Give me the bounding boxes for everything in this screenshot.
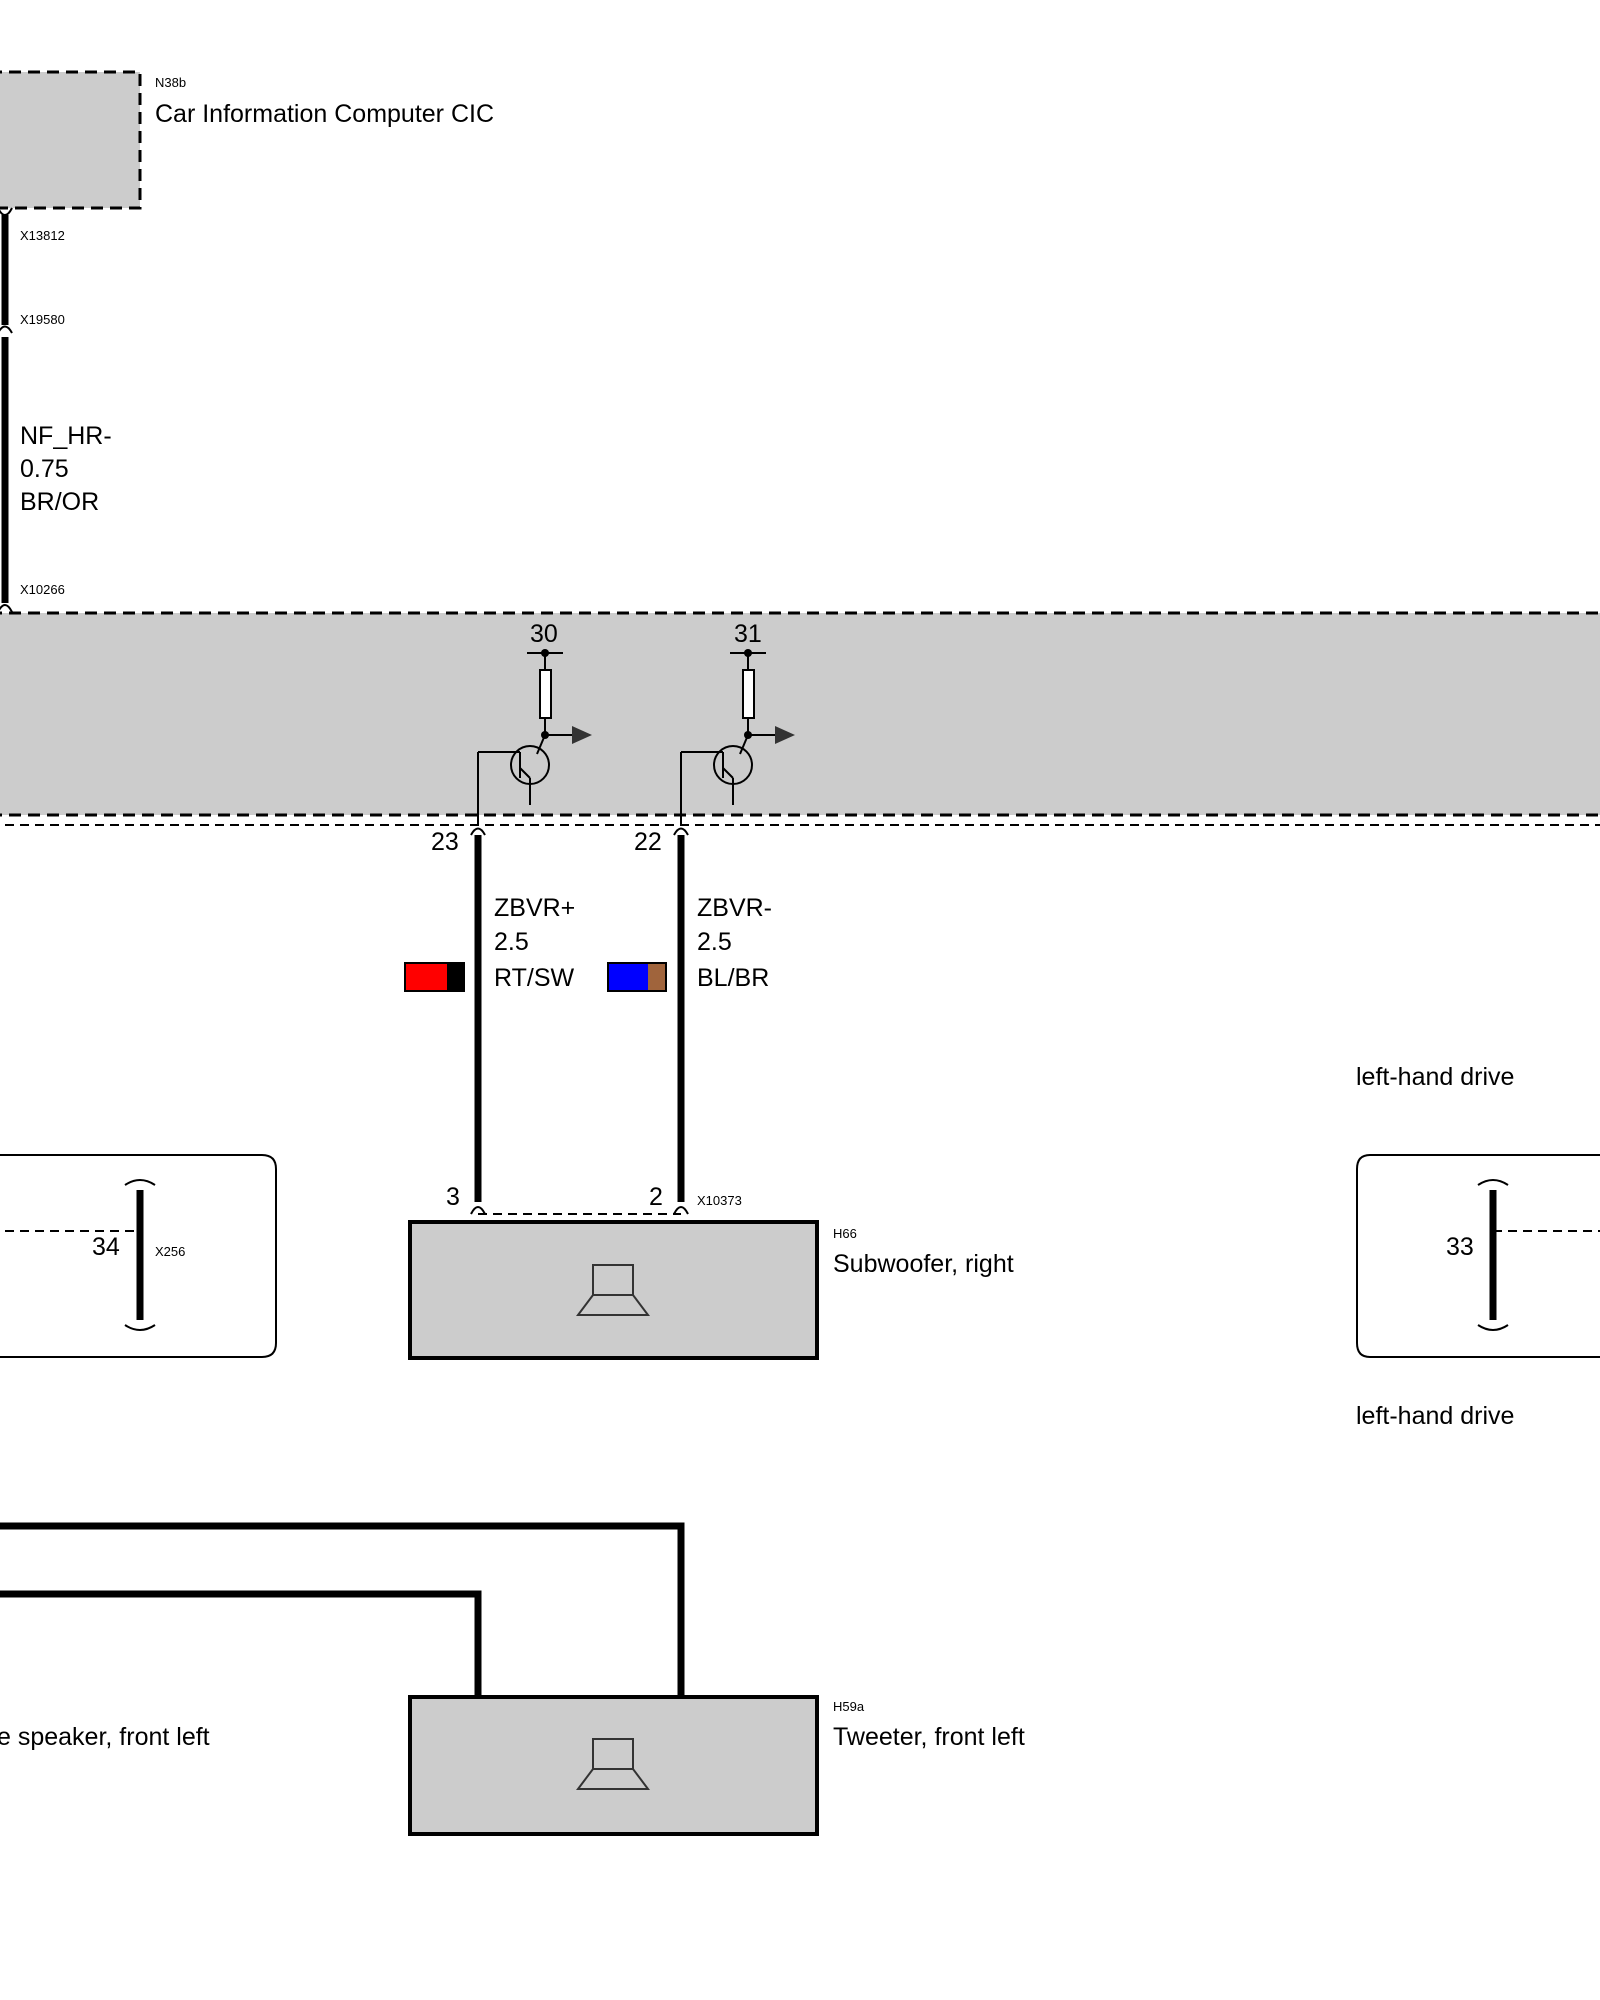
pin-31-label: 31: [734, 620, 762, 648]
wire-nf-hr-signal: NF_HR-: [20, 422, 112, 450]
connector-x10266-label: X10266: [20, 582, 65, 597]
connector-x19580-mark: [0, 325, 13, 334]
speaker-icon: [576, 1264, 650, 1316]
connector-x10373-label: X10373: [697, 1193, 742, 1208]
splice-pin-33-label: 33: [1446, 1233, 1474, 1261]
pin-30-label: 30: [530, 620, 558, 648]
wire-zbvr-minus-color: BL/BR: [697, 964, 769, 992]
wire-tweeter-outer[interactable]: [0, 1522, 685, 1697]
splice-right[interactable]: [1356, 1154, 1600, 1358]
wire-zbvr-plus[interactable]: [470, 827, 486, 1215]
wire-color-swatch-rt-sw: [404, 962, 465, 992]
wire-color-swatch-bl-br: [607, 962, 667, 992]
transistor-icon: [680, 649, 795, 825]
wire-nf-hr-gauge: 0.75: [20, 455, 69, 483]
splice-x256-left[interactable]: [0, 1154, 277, 1358]
splice-pin-34-label: 34: [92, 1233, 120, 1261]
note-lhd-top: left-hand drive: [1356, 1063, 1514, 1091]
tweeter-unit[interactable]: [408, 1695, 819, 1836]
pin-23-label: 23: [431, 828, 459, 856]
pin-22-label: 22: [634, 828, 662, 856]
amplifier-unit[interactable]: [0, 611, 1600, 826]
cic-name: Car Information Computer CIC: [155, 100, 494, 128]
tweeter-name: Tweeter, front left: [833, 1723, 1025, 1751]
tweeter-code: H59a: [833, 1699, 865, 1714]
connector-x13812-mark: [0, 207, 13, 216]
subwoofer-unit[interactable]: [408, 1220, 819, 1360]
connector-x13812-label: X13812: [20, 228, 65, 243]
wire-zbvr-plus-signal: ZBVR+: [494, 894, 575, 922]
subwoofer-name: Subwoofer, right: [833, 1250, 1014, 1278]
wire-zbvr-minus[interactable]: [673, 827, 689, 1215]
cic-code: N38b: [155, 75, 186, 90]
wire-nf-hr-color: BR/OR: [20, 488, 99, 516]
connector-x256-label: X256: [155, 1244, 185, 1259]
connector-x10266-mark: [0, 604, 13, 613]
speaker-icon: [576, 1738, 650, 1790]
wire-tweeter-inner[interactable]: [0, 1590, 482, 1697]
sub-pin-3-label: 3: [446, 1183, 460, 1211]
cic-unit[interactable]: [0, 70, 142, 210]
wire-zbvr-plus-color: RT/SW: [494, 964, 574, 992]
transistor-icon: [477, 649, 592, 825]
wire-zbvr-minus-signal: ZBVR-: [697, 894, 772, 922]
wire-zbvr-plus-gauge: 2.5: [494, 928, 529, 956]
wire-zbvr-minus-gauge: 2.5: [697, 928, 732, 956]
note-lhd-bottom: left-hand drive: [1356, 1402, 1514, 1430]
midrange-speaker-name: e speaker, front left: [0, 1723, 210, 1751]
subwoofer-code: H66: [833, 1226, 857, 1241]
sub-pin-2-label: 2: [649, 1183, 663, 1211]
connector-x19580-label: X19580: [20, 312, 65, 327]
